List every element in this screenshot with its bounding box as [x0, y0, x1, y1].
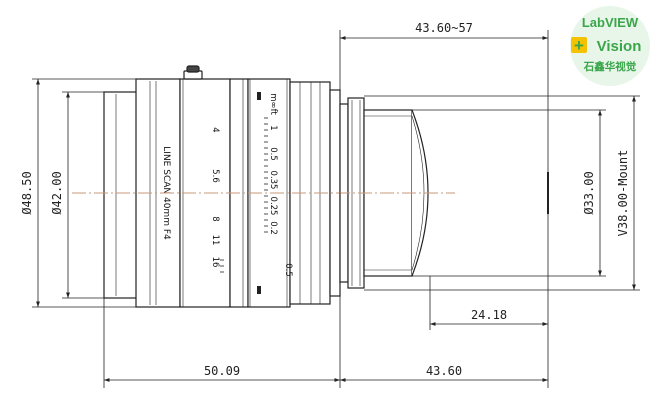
dim-rear-length: 43.60	[426, 364, 462, 378]
ring-index-marks	[257, 92, 261, 294]
distance-0-5-ft: 0.5	[283, 263, 293, 277]
dimension-lines	[32, 30, 640, 388]
aperture-8: 8	[210, 216, 220, 221]
focus-scale-ticks	[220, 117, 268, 273]
distance-0-5: 0.5	[268, 147, 278, 161]
logo-vision: Vision	[597, 38, 642, 55]
distance-0-2: 0.2	[268, 221, 278, 235]
logo-plus: +	[574, 36, 584, 55]
dim-front-diameter: Ø48.50	[20, 171, 34, 214]
plus-icon	[571, 37, 587, 53]
lens-body	[103, 65, 429, 308]
distance-1: 1	[268, 125, 278, 130]
aperture-16: 16	[210, 257, 220, 268]
distance-inf: m∞ft	[268, 93, 278, 115]
logo-chinese: 石鑫华视觉	[583, 60, 637, 73]
aperture-5-6: 5.6	[210, 169, 220, 183]
dim-mount: V38.00-Mount	[616, 150, 630, 237]
distance-0-35: 0.35	[268, 171, 278, 190]
distance-0-25: 0.25	[268, 197, 278, 216]
dim-flange-range: 43.60~57	[415, 21, 473, 35]
dim-rear-depth: 24.18	[471, 308, 507, 322]
labview-vision-logo: LabVIEW + Vision 石鑫华视觉	[570, 6, 650, 86]
logo-labview: LabVIEW	[582, 15, 639, 30]
dim-front-inner-diameter: Ø42.00	[50, 171, 64, 214]
aperture-4: 4	[210, 127, 220, 132]
dim-rear-diameter: Ø33.00	[582, 171, 596, 214]
dim-body-length: 50.09	[204, 364, 240, 378]
aperture-11: 11	[210, 235, 220, 246]
logo-badge	[570, 6, 650, 86]
